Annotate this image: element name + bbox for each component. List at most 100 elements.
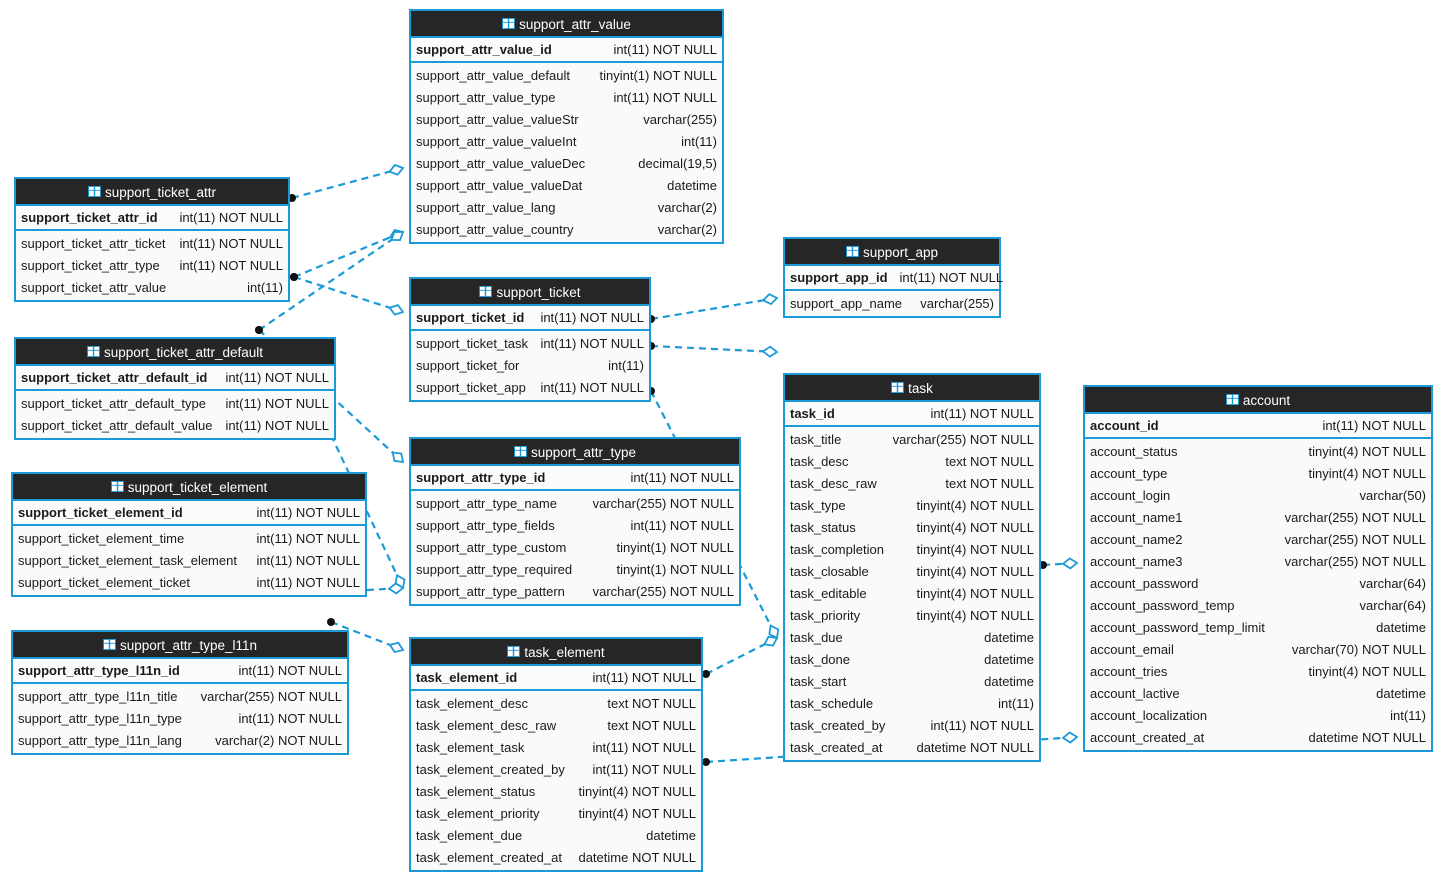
- column-name: support_ticket_attr_ticket: [21, 235, 166, 251]
- table-header[interactable]: support_attr_value: [411, 11, 722, 36]
- column-name: support_ticket_element_time: [18, 530, 185, 546]
- column-type: tinyint(4) NOT NULL: [578, 783, 696, 799]
- relation-target-diamond: [391, 451, 405, 464]
- table-name: support_attr_type_l11n: [119, 637, 258, 653]
- table-header[interactable]: support_ticket_attr_default: [16, 339, 334, 364]
- relation-line: [293, 230, 404, 279]
- column-name: support_attr_type_name: [416, 495, 557, 511]
- column-name: task_editable: [790, 585, 867, 601]
- column-type: int(11): [247, 279, 283, 295]
- column-type: datetime: [667, 177, 717, 193]
- table-header[interactable]: support_ticket: [411, 279, 649, 304]
- column-name: task_element_id: [416, 670, 518, 685]
- table-name: support_ticket_attr: [104, 184, 217, 200]
- column-type: varchar(255) NOT NULL: [892, 431, 1034, 447]
- table-header[interactable]: support_attr_type_l11n: [13, 632, 347, 657]
- relation-line: [650, 344, 778, 354]
- column-name: support_ticket_for: [416, 357, 520, 373]
- column-name: support_ticket_app: [416, 379, 526, 395]
- column-type: varchar(255) NOT NULL: [1284, 531, 1426, 547]
- column-name: support_attr_value_country: [416, 221, 574, 237]
- relation-target-diamond: [768, 624, 780, 640]
- table-header[interactable]: account: [1085, 387, 1431, 412]
- table-name: task_element: [524, 644, 605, 660]
- relation-support_ticket-to-task: [647, 342, 779, 358]
- column-type: int(11) NOT NULL: [225, 395, 329, 411]
- column-name: task_type: [790, 497, 846, 513]
- column-name: support_ticket_id: [416, 310, 525, 325]
- table-header[interactable]: task: [785, 375, 1039, 400]
- entity-table-support_ticket_attr[interactable]: support_ticket_attr support_ticket_attr_i…: [14, 177, 290, 302]
- table-header[interactable]: task_element: [411, 639, 701, 664]
- relation-target-diamond: [390, 230, 405, 241]
- column-type: int(11) NOT NULL: [930, 717, 1034, 733]
- column-name: support_attr_type_custom: [416, 539, 567, 555]
- relation-source-dot: [255, 326, 263, 334]
- column-type: tinyint(4) NOT NULL: [1308, 663, 1426, 679]
- table-icon: [88, 186, 101, 197]
- table-icon: [502, 18, 515, 29]
- relation-target-diamond: [394, 573, 406, 590]
- table-header[interactable]: support_attr_type: [411, 439, 739, 464]
- column-name: account_login: [1090, 487, 1171, 503]
- column-type: tinyint(1) NOT NULL: [599, 67, 717, 83]
- column-type: varchar(255) NOT NULL: [1284, 509, 1426, 525]
- column-name: support_ticket_attr_id: [21, 210, 158, 225]
- table-header[interactable]: support_app: [785, 239, 999, 264]
- column-name: support_app_id: [790, 270, 888, 285]
- entity-table-support_attr_type_l11n[interactable]: support_attr_type_l11n support_attr_type_…: [11, 630, 349, 755]
- column-type: varchar(255) NOT NULL: [1284, 553, 1426, 569]
- column-type: varchar(255): [643, 111, 717, 127]
- relation-support_ticket_attr-to-support_attr_value: [288, 163, 405, 202]
- column-type: tinyint(4) NOT NULL: [1308, 443, 1426, 459]
- column-name: support_attr_type_l11n_lang: [18, 732, 182, 748]
- column-name: account_email: [1090, 641, 1174, 657]
- column-type: int(11) NOT NULL: [630, 517, 734, 533]
- entity-table-support_ticket_element[interactable]: support_ticket_element support_ticket_ele…: [11, 472, 367, 597]
- relation-target-diamond: [387, 582, 405, 595]
- table-icon: [110, 481, 124, 492]
- column-name: task_completion: [790, 541, 884, 557]
- table-header[interactable]: support_ticket_element: [13, 474, 365, 499]
- relation-source-dot: [702, 670, 710, 678]
- table-icon: [479, 286, 493, 297]
- column-name: account_type: [1090, 465, 1168, 481]
- column-type: int(11) NOT NULL: [613, 89, 717, 105]
- column-name: support_app_name: [790, 295, 903, 311]
- column-name: support_attr_type_l11n_id: [18, 663, 180, 678]
- column-name: task_id: [790, 406, 835, 421]
- table-header[interactable]: support_ticket_attr: [16, 179, 288, 204]
- column-name: support_attr_type_l11n_type: [18, 710, 182, 726]
